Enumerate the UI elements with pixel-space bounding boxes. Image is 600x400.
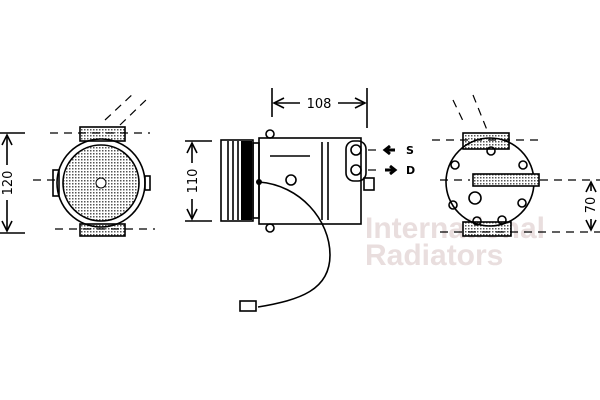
port-label-suction: S	[406, 144, 414, 157]
port-label-discharge: D	[406, 164, 415, 177]
side-view: 110 108 S D	[185, 88, 415, 312]
dimension-height-110: 110	[186, 169, 201, 194]
discharge-arrow-icon	[385, 164, 398, 176]
front-view: 120	[0, 91, 155, 237]
dimension-offset-70: 70	[584, 197, 599, 214]
dimension-length-108: 108	[307, 97, 332, 112]
rear-view: 70	[432, 94, 600, 237]
watermark-logo: International Radiators	[365, 212, 545, 272]
suction-arrow-icon	[382, 144, 395, 156]
dimension-height-120: 120	[1, 171, 16, 196]
watermark-line-2: Radiators	[365, 239, 503, 272]
